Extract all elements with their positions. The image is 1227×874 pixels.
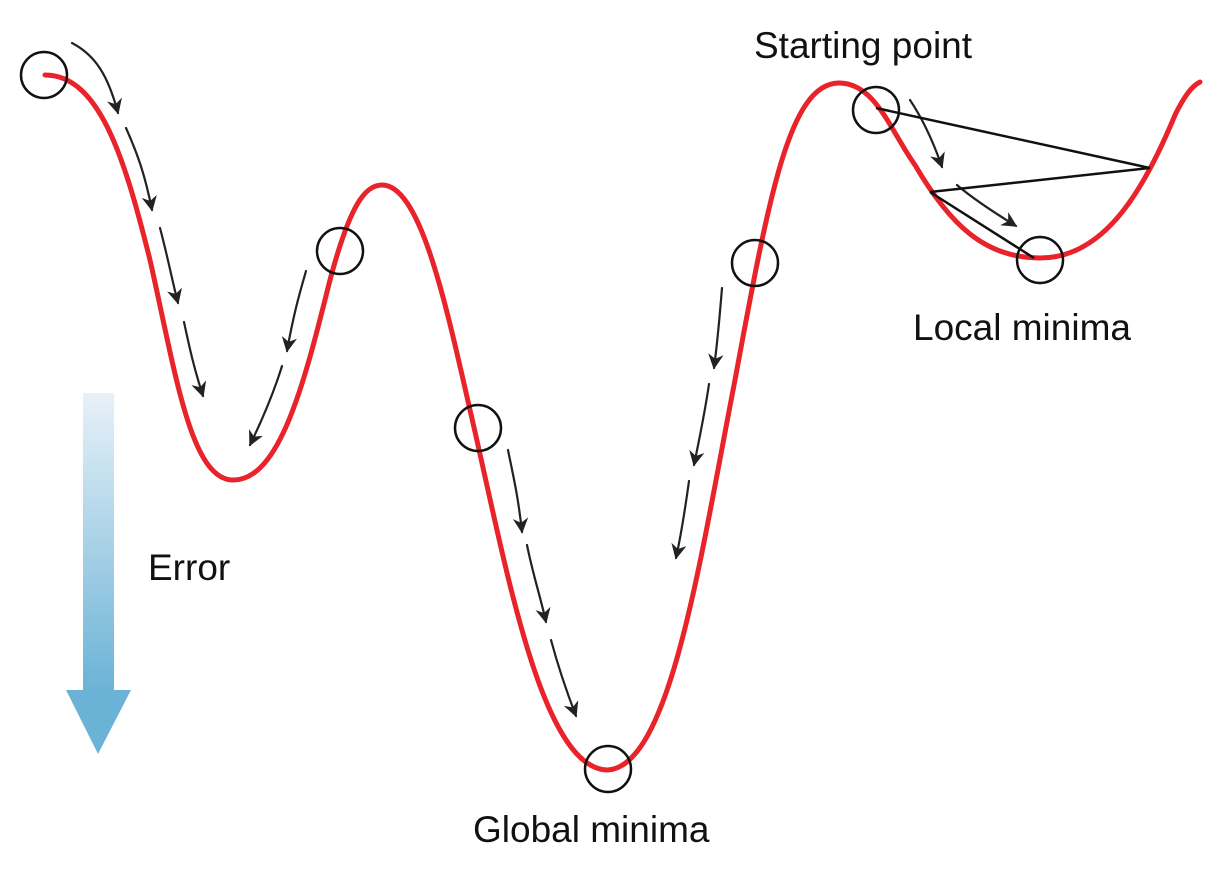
error-label: Error [148,547,231,588]
descent-arrow [158,226,182,305]
global-minima-label: Global minima [473,809,710,850]
descent-arrow [671,479,691,560]
error-curve [42,72,1203,773]
step-circle [730,238,780,288]
local-minimum-circle [1015,235,1065,285]
descent-arrow [124,126,157,212]
zoom-lines [875,106,1151,260]
descent-arrow [182,320,207,398]
step-circle [453,403,503,453]
descent-arrow [549,638,579,718]
descent-arrows [70,41,1018,718]
descent-arrow [506,448,529,534]
step-circle [19,50,69,100]
descent-arrow [955,183,1018,228]
starting-point-label: Starting point [754,25,973,66]
zoom-line [929,166,1151,194]
error-arrow-head [66,690,131,754]
descent-arrow [689,382,711,467]
descent-arrow [908,98,945,169]
zoom-line [875,106,1151,170]
descent-arrow [70,41,122,115]
starting-point-circle [851,85,901,135]
error-arrow [66,393,131,754]
descent-arrow [708,286,724,370]
global-minimum-circle [583,744,633,794]
descent-arrow [281,269,308,353]
step-circle [315,226,365,276]
error-arrow-shaft [83,393,114,691]
zoom-line [929,190,1035,260]
descent-arrow [248,364,284,447]
descent-arrow [525,543,551,624]
step-circles [19,50,1065,794]
local-minima-label: Local minima [913,307,1131,348]
